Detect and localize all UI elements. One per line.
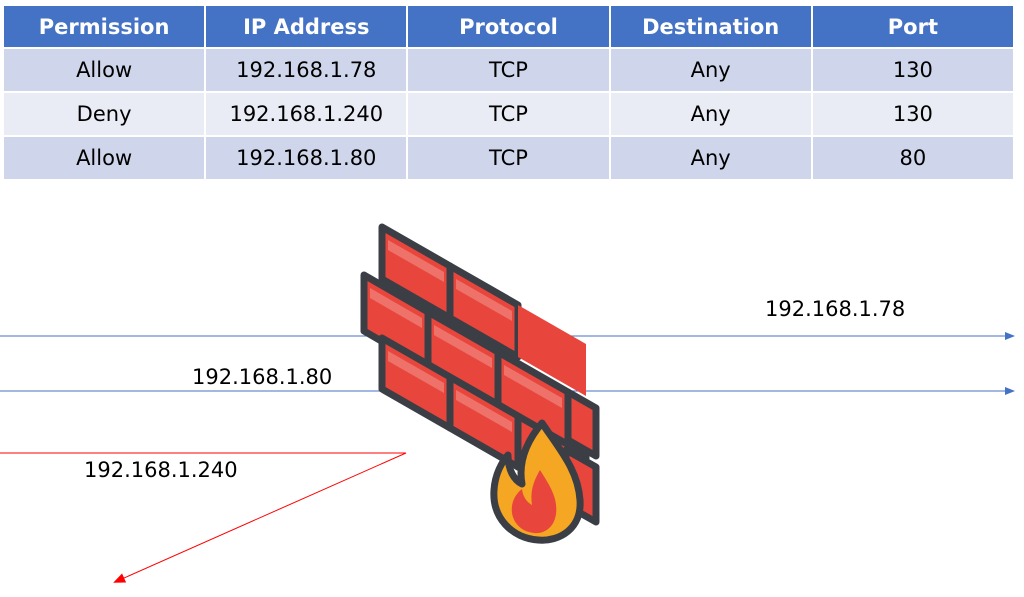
- flow-label-80: 192.168.1.80: [192, 365, 332, 389]
- cell-port: 80: [810, 135, 1016, 181]
- header-permission: Permission: [1, 4, 207, 49]
- cell-ip-address: 192.168.1.80: [204, 135, 409, 181]
- header-ip-address: IP Address: [204, 4, 409, 49]
- firewall-rules-table: Permission IP Address Protocol Destinati…: [1, 4, 1016, 181]
- firewall-rules-table-wrap: Permission IP Address Protocol Destinati…: [1, 4, 1016, 181]
- cell-permission: Deny: [1, 91, 207, 137]
- cell-protocol: TCP: [406, 135, 611, 181]
- cell-permission: Allow: [1, 135, 207, 181]
- cell-ip-address: 192.168.1.78: [204, 47, 409, 93]
- cell-protocol: TCP: [406, 91, 611, 137]
- cell-destination: Any: [608, 47, 813, 93]
- table-header-row: Permission IP Address Protocol Destinati…: [1, 4, 1016, 49]
- table-row: Allow 192.168.1.80 TCP Any 80: [1, 135, 1016, 181]
- flow-label-78: 192.168.1.78: [765, 297, 905, 321]
- flow-line-denied-240: [0, 452, 407, 583]
- header-protocol: Protocol: [406, 4, 611, 49]
- flow-label-240: 192.168.1.240: [84, 458, 238, 482]
- firewall-icon: [360, 223, 600, 526]
- cell-destination: Any: [608, 91, 813, 137]
- header-destination: Destination: [608, 4, 813, 49]
- table-row: Deny 192.168.1.240 TCP Any 130: [1, 91, 1016, 137]
- flame-icon: [490, 419, 584, 544]
- cell-port: 130: [810, 47, 1016, 93]
- cell-protocol: TCP: [406, 47, 611, 93]
- cell-permission: Allow: [1, 47, 207, 93]
- cell-port: 130: [810, 91, 1016, 137]
- table-row: Allow 192.168.1.78 TCP Any 130: [1, 47, 1016, 93]
- cell-destination: Any: [608, 135, 813, 181]
- cell-ip-address: 192.168.1.240: [204, 91, 409, 137]
- header-port: Port: [810, 4, 1016, 49]
